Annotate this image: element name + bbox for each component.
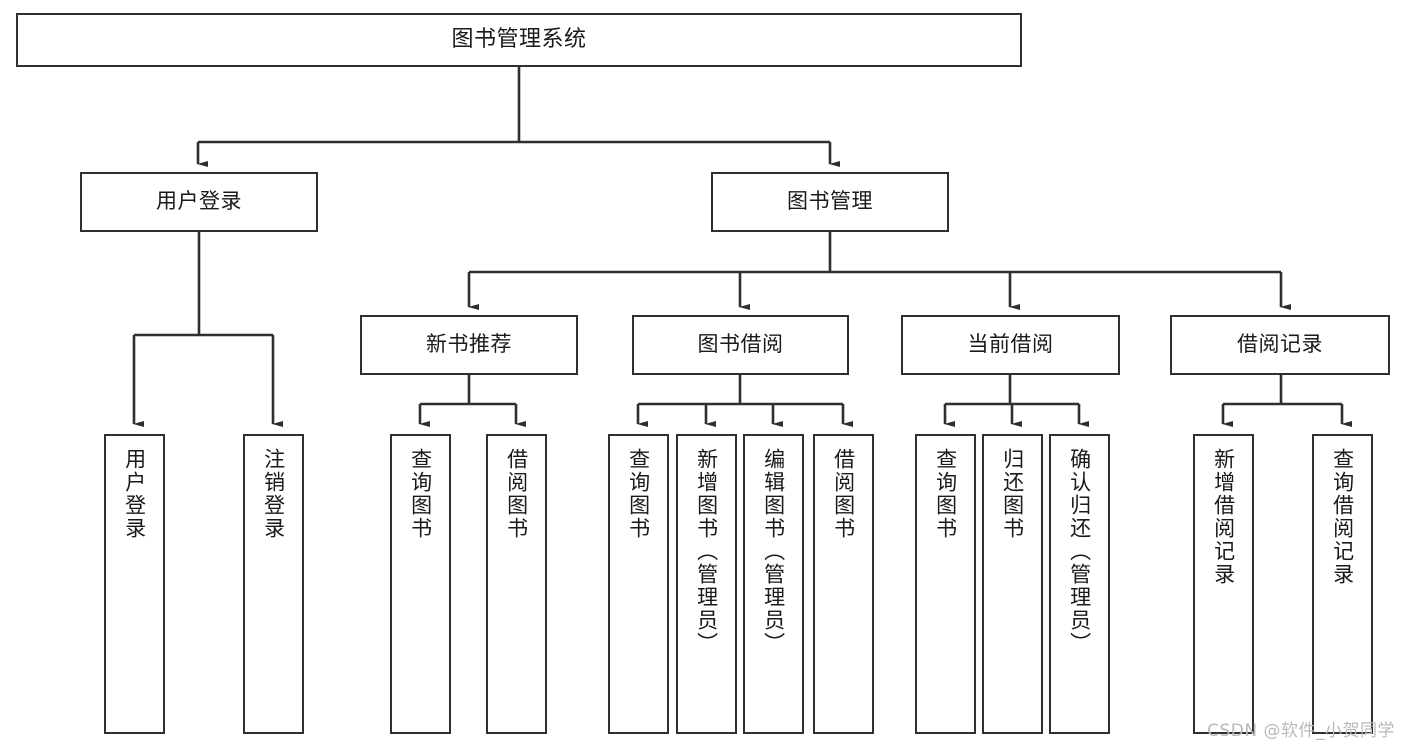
node-label: 查询图书 bbox=[626, 448, 651, 540]
leaf-borrow-book-new-rec[interactable]: 借阅图书 bbox=[486, 434, 547, 734]
node-book-manage[interactable]: 图书管理 bbox=[711, 172, 949, 232]
leaf-edit-book[interactable]: 编辑图书（管理员） bbox=[743, 434, 804, 734]
leaf-query-borrow-record[interactable]: 查询借阅记录 bbox=[1312, 434, 1373, 734]
leaf-borrow-book[interactable]: 借阅图书 bbox=[813, 434, 874, 734]
node-label: 当前借阅 bbox=[967, 332, 1054, 357]
leaf-confirm-return[interactable]: 确认归还（管理员） bbox=[1049, 434, 1110, 734]
node-label: 用户登录 bbox=[122, 448, 147, 540]
node-label: 新增借阅记录 bbox=[1211, 448, 1236, 586]
node-label: 图书借阅 bbox=[697, 332, 784, 357]
node-label: 新增图书（管理员） bbox=[694, 448, 719, 655]
node-new-book-rec[interactable]: 新书推荐 bbox=[360, 315, 578, 375]
node-label: 新书推荐 bbox=[426, 332, 512, 357]
node-label: 确认归还（管理员） bbox=[1067, 448, 1092, 655]
node-label: 查询图书 bbox=[408, 448, 433, 540]
node-user-login[interactable]: 用户登录 bbox=[80, 172, 318, 232]
node-label: 借阅记录 bbox=[1237, 332, 1323, 357]
csdn-watermark: CSDN @软件_小贺同学 bbox=[1207, 721, 1395, 741]
leaf-query-book-current[interactable]: 查询图书 bbox=[915, 434, 976, 734]
leaf-query-book-new-rec[interactable]: 查询图书 bbox=[390, 434, 451, 734]
node-label: 借阅图书 bbox=[831, 448, 856, 540]
node-label: 注销登录 bbox=[261, 448, 286, 540]
node-current-borrow[interactable]: 当前借阅 bbox=[901, 315, 1120, 375]
node-label: 查询借阅记录 bbox=[1330, 448, 1355, 586]
node-book-borrow[interactable]: 图书借阅 bbox=[632, 315, 849, 375]
node-root-system[interactable]: 图书管理系统 bbox=[16, 13, 1022, 67]
leaf-logout[interactable]: 注销登录 bbox=[243, 434, 304, 734]
leaf-user-login[interactable]: 用户登录 bbox=[104, 434, 165, 734]
node-label: 用户登录 bbox=[156, 189, 242, 214]
node-label: 图书管理 bbox=[787, 189, 873, 214]
leaf-add-borrow-record[interactable]: 新增借阅记录 bbox=[1193, 434, 1254, 734]
node-label: 查询图书 bbox=[933, 448, 958, 540]
node-label: 编辑图书（管理员） bbox=[761, 448, 786, 655]
leaf-return-book[interactable]: 归还图书 bbox=[982, 434, 1043, 734]
node-label: 借阅图书 bbox=[504, 448, 529, 540]
node-label: 归还图书 bbox=[1000, 448, 1025, 540]
node-borrow-record[interactable]: 借阅记录 bbox=[1170, 315, 1390, 375]
leaf-query-book-borrow[interactable]: 查询图书 bbox=[608, 434, 669, 734]
node-label: 图书管理系统 bbox=[451, 26, 587, 52]
leaf-add-book[interactable]: 新增图书（管理员） bbox=[676, 434, 737, 734]
